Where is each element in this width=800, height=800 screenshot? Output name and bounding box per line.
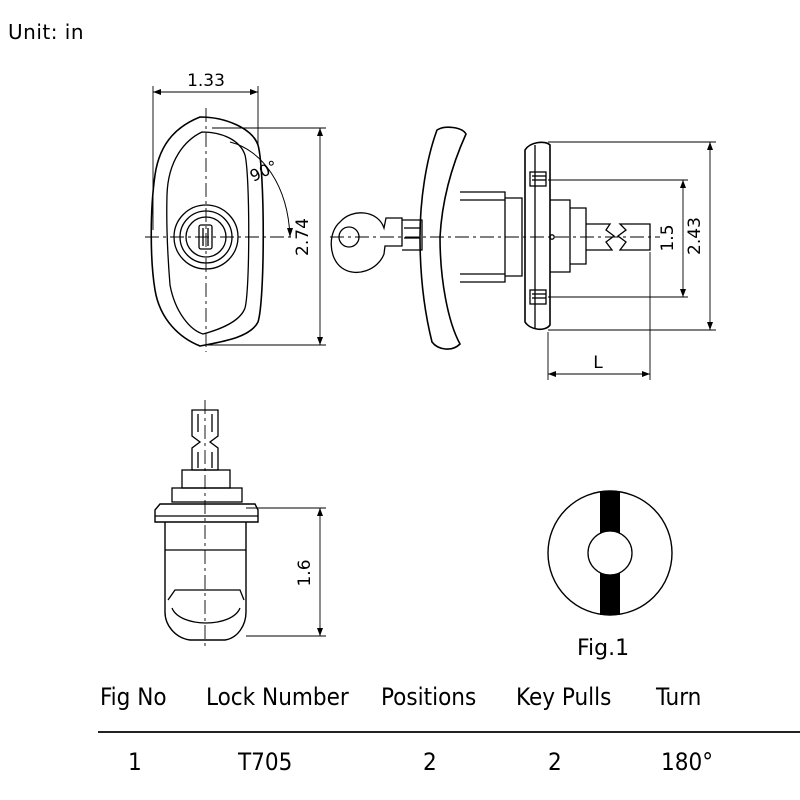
figure-caption: Fig.1 — [577, 636, 630, 661]
front-view — [145, 86, 326, 352]
length-dimension: L — [593, 353, 603, 373]
cell-fig-no: 1 — [128, 748, 142, 776]
header-fig-no: Fig No — [100, 683, 167, 711]
header-lock-number: Lock Number — [206, 683, 349, 711]
width-dimension: 1.33 — [187, 71, 225, 91]
inner-height-dimension: 1.5 — [658, 224, 678, 251]
header-turn: Turn — [656, 683, 702, 711]
table-divider — [98, 731, 800, 733]
cell-lock-number: T705 — [238, 748, 293, 776]
side-view — [330, 126, 716, 380]
body-height-dimension: 1.6 — [295, 559, 315, 586]
fig1-cam-diagram — [547, 490, 673, 616]
cell-key-pulls: 2 — [548, 748, 562, 776]
header-positions: Positions — [381, 683, 477, 711]
cell-positions: 2 — [423, 748, 437, 776]
bottom-view — [154, 400, 326, 650]
rotation-angle: 90° — [247, 156, 281, 185]
header-key-pulls: Key Pulls — [516, 683, 612, 711]
side-height-dimension: 2.43 — [685, 217, 705, 255]
cell-turn: 180° — [661, 748, 713, 776]
key-icon — [330, 212, 423, 273]
unit-label: Unit: in — [8, 20, 85, 44]
height-dimension: 2.74 — [293, 218, 313, 256]
lock-technical-drawing: 1.33 2.74 90° — [145, 71, 716, 650]
